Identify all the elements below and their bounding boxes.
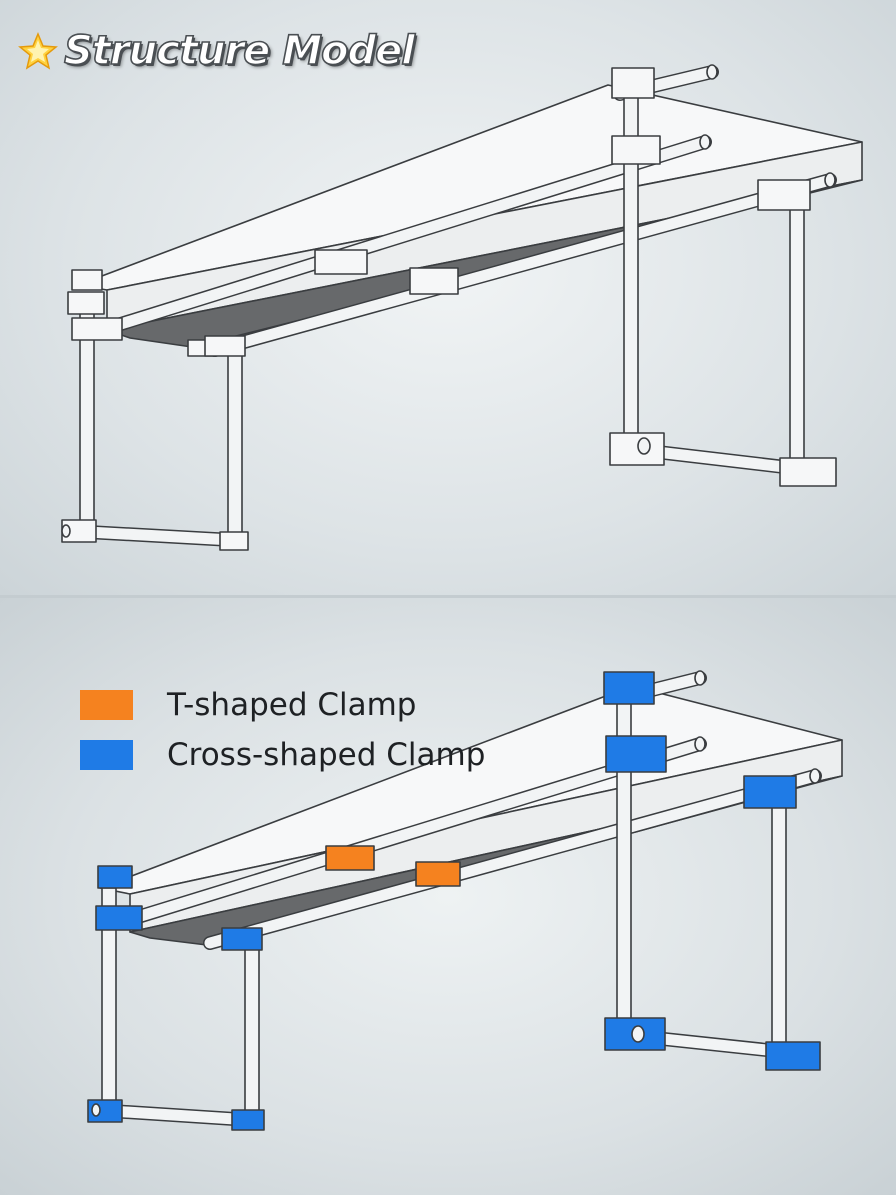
- clamp: [71, 269, 103, 291]
- legend: T-shaped Clamp Cross-shaped Clamp: [80, 680, 485, 780]
- clamp: [219, 531, 249, 551]
- clamp: [609, 432, 665, 466]
- legend-label: T-shaped Clamp: [167, 687, 417, 723]
- clamp: [71, 317, 123, 341]
- cross-clamp: [605, 735, 667, 773]
- legend-item-cross-clamp: Cross-shaped Clamp: [80, 730, 485, 780]
- cross-clamp: [743, 775, 797, 809]
- t-clamp: [325, 845, 375, 871]
- clamp: [409, 267, 459, 295]
- clamp: [611, 67, 655, 99]
- clamp: [314, 249, 368, 275]
- cross-clamp: [95, 905, 143, 931]
- far-post: [227, 349, 243, 541]
- panel-divider: [0, 595, 896, 598]
- clamp: [204, 335, 246, 357]
- structure-model-colored: [87, 670, 843, 1131]
- cross-clamp: [97, 865, 133, 889]
- far-post: [244, 942, 260, 1114]
- clamp: [757, 179, 811, 211]
- structure-model-panel: Structure Model: [0, 0, 896, 595]
- cross-clamp-swatch: [80, 740, 133, 770]
- clamp: [611, 135, 661, 165]
- structure-model-plain: [61, 64, 863, 551]
- sparkle-star-icon: [18, 32, 58, 70]
- cross-clamp: [231, 1109, 265, 1131]
- vertical-post: [789, 199, 805, 473]
- t-clamp: [415, 861, 461, 887]
- legend-item-t-clamp: T-shaped Clamp: [80, 680, 485, 730]
- vertical-post: [771, 797, 787, 1049]
- legend-label: Cross-shaped Clamp: [167, 737, 486, 773]
- cross-clamp: [765, 1041, 821, 1071]
- page-title: Structure Model: [63, 27, 416, 75]
- title-bar: Structure Model: [18, 27, 416, 75]
- cross-clamp: [603, 671, 655, 705]
- clamp-legend-panel: T-shaped Clamp Cross-shaped Clamp: [0, 598, 896, 1195]
- t-clamp-swatch: [80, 690, 133, 720]
- cross-clamp: [221, 927, 263, 951]
- clamp: [779, 457, 837, 487]
- clamp: [67, 291, 105, 315]
